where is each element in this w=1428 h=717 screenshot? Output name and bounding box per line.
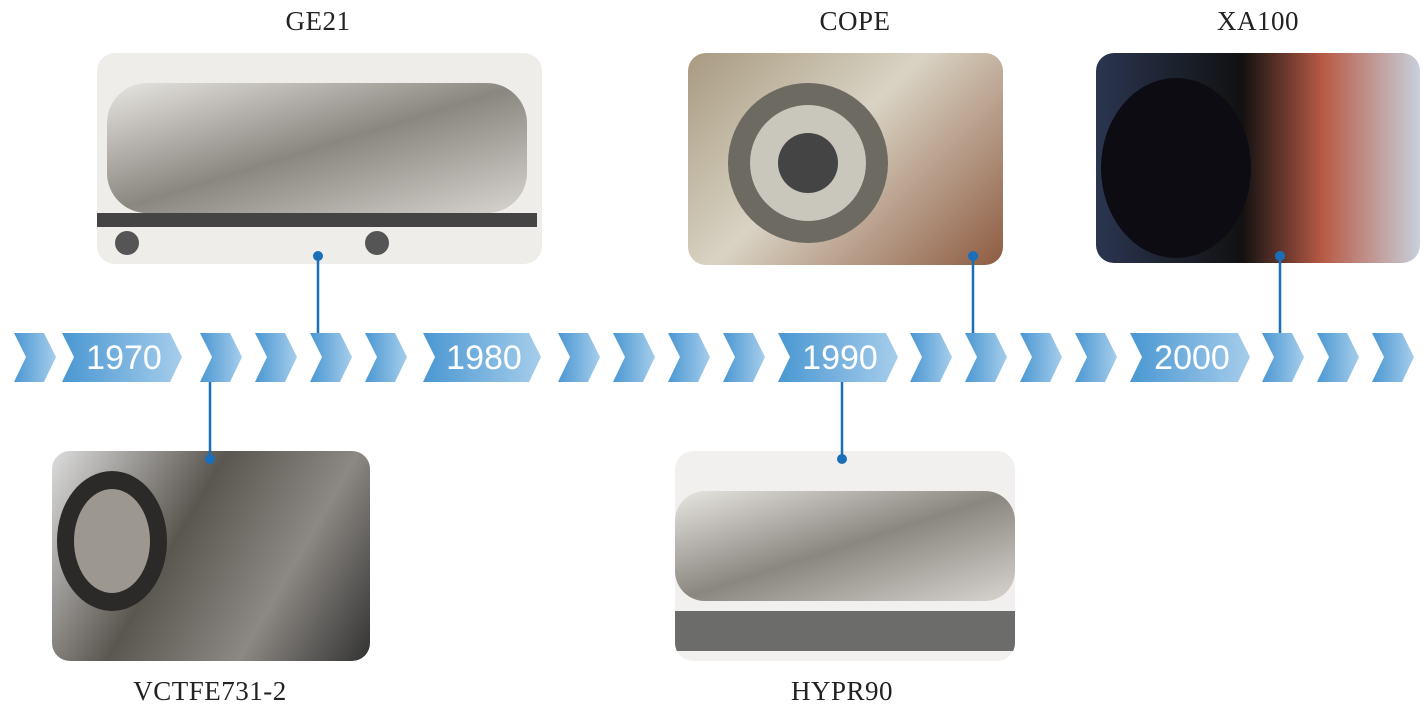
year-chevron [1130,333,1250,382]
chevron-arrow [558,333,600,382]
photo-ge21 [97,53,542,264]
year-chevron [423,333,541,382]
year-label: 1970 [86,339,162,377]
year-label: 1990 [802,339,878,377]
photo-hypr90 [675,451,1015,661]
chevron-arrow [255,333,297,382]
chevron-arrow [1075,333,1117,382]
year-chevron [778,333,898,382]
label-cope: COPE [819,6,891,36]
chevron-arrow [1262,333,1304,382]
chevron-arrow [310,333,352,382]
year-label: 1980 [446,339,522,377]
chevron-arrow [1372,333,1414,382]
chevron-arrow [14,333,56,382]
year-label: 2000 [1154,339,1230,377]
label-vctfe731-2: VCTFE731-2 [133,676,287,706]
chevron-arrow [365,333,407,382]
chevron-arrow [910,333,952,382]
chevron-arrow [723,333,765,382]
label-ge21: GE21 [285,6,351,36]
label-hypr90: HYPR90 [790,676,894,706]
photo-cope [688,53,1003,265]
photo-xa100 [1096,53,1420,263]
chevron-arrow [1317,333,1359,382]
chevron-arrow [200,333,242,382]
chevron-arrow [613,333,655,382]
chevron-arrow [668,333,710,382]
label-xa100: XA100 [1217,6,1299,36]
photo-vctfe731-2 [52,451,370,661]
year-chevron [62,333,182,382]
chevron-arrow [965,333,1007,382]
chevron-arrow [1020,333,1062,382]
